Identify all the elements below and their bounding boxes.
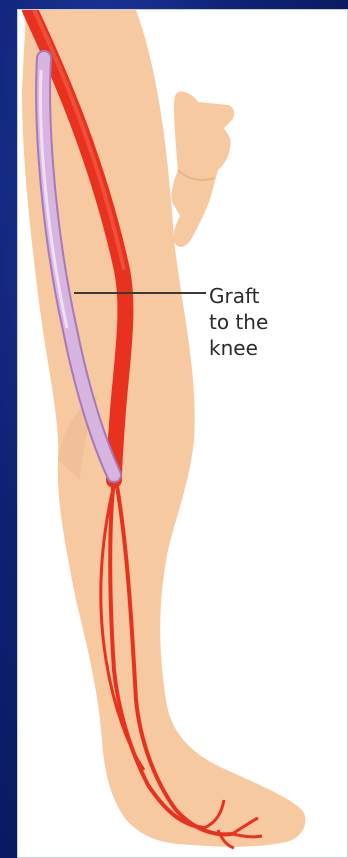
hand-shape: [171, 92, 234, 247]
graft-callout-label: Graft to the knee: [209, 283, 268, 361]
illustration-panel: Graft to the knee: [17, 9, 348, 858]
leg-artery-illustration: [18, 10, 348, 858]
leg-shape: [22, 10, 305, 847]
